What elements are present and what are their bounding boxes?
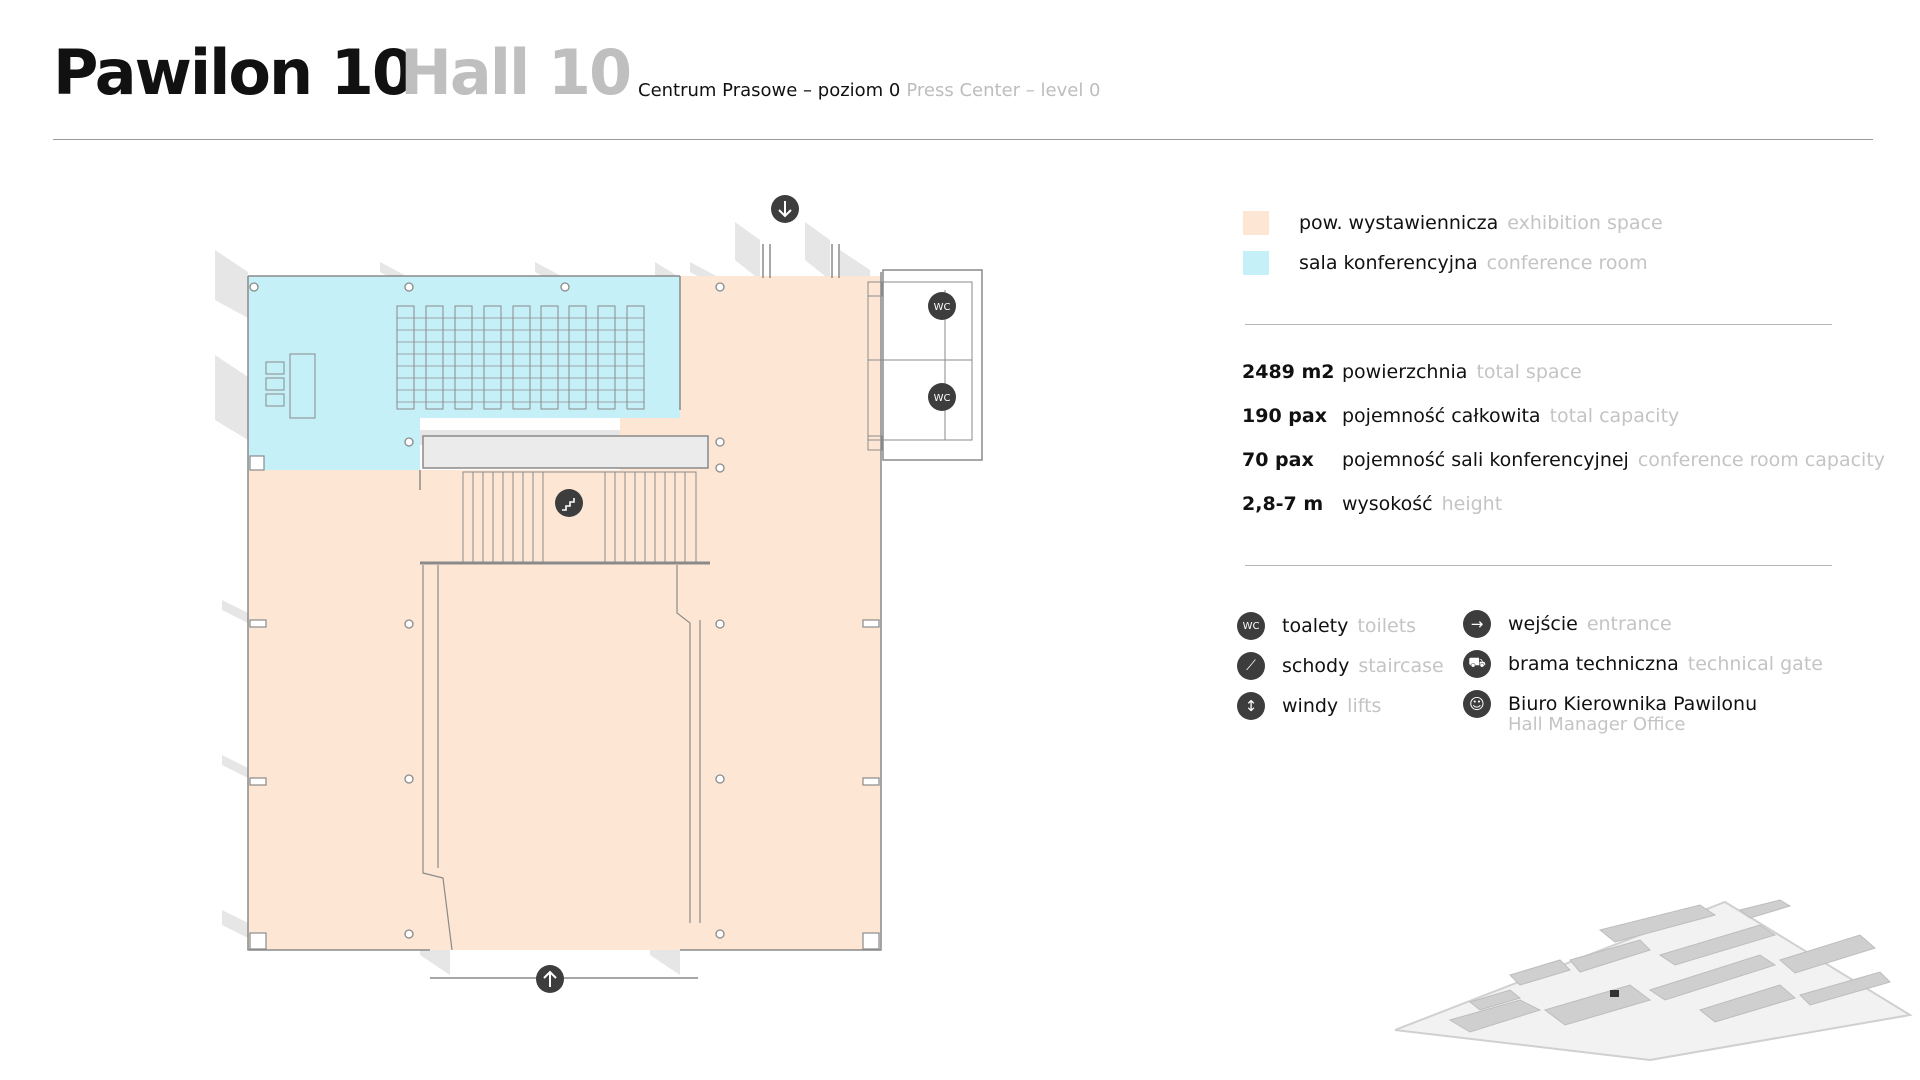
subtitle-en: Press Center – level 0 (906, 80, 1101, 101)
stat-label-pl: pojemność sali konferencyjnej (1342, 449, 1629, 471)
page-title-english: Hall 10 (400, 36, 632, 109)
legend-staircase: ⟋ schody staircase (1237, 652, 1444, 680)
wc-icon: WC (1237, 612, 1265, 640)
wall-pilasters (249, 455, 880, 950)
legend-lifts: ↕ windy lifts (1237, 692, 1381, 720)
seat-rows (397, 317, 644, 403)
map-markers: WC WC (536, 195, 956, 993)
legend-exhibition-space: pow. wystawiennicza exhibition space (1243, 211, 1663, 235)
legend-divider (1245, 324, 1832, 325)
site-overview-map (1394, 899, 1913, 1062)
stat-label-pl: pojemność całkowita (1342, 405, 1541, 427)
staircase-marker (555, 489, 583, 517)
icon-label-pl: windy (1282, 695, 1339, 717)
legend-conference-room: sala konferencyjna conference room (1243, 251, 1648, 275)
lift-icon: ↕ (1237, 692, 1265, 720)
conference-swatch (1243, 251, 1269, 275)
staircase-icon: ⟋ (1237, 652, 1265, 680)
arrow-down-icon (778, 201, 792, 218)
central-staircase (420, 435, 710, 565)
stat-value: 2489 m2 (1242, 361, 1335, 383)
legend-entrance: → wejście entrance (1463, 610, 1672, 638)
stat-value: 2,8-7 m (1242, 493, 1324, 515)
icon-label-en: lifts (1347, 695, 1382, 717)
legend-toilets: WC toalety toilets (1237, 612, 1416, 640)
arrow-up-icon (543, 970, 557, 987)
corridor-walls (422, 565, 701, 951)
conference-seating (265, 305, 645, 419)
header-divider (53, 139, 1873, 140)
icon-label-en: staircase (1358, 655, 1444, 677)
icon-label-pl: toalety (1282, 615, 1349, 637)
stats-divider (1245, 565, 1832, 566)
icon-label-pl: wejście (1508, 613, 1578, 635)
conference-room-area (248, 276, 680, 470)
stat-total-capacity: 190 pax pojemność całkowita total capaci… (1242, 405, 1679, 427)
subtitle-pl: Centrum Prasowe – poziom 0 (638, 80, 901, 101)
wc-icon: WC (934, 302, 951, 313)
stat-total-space: 2489 m2 powierzchnia total space (1242, 361, 1582, 383)
truck-icon: ⛟ (1463, 650, 1491, 678)
stat-conference-capacity: 70 pax pojemność sali konferencyjnej con… (1242, 449, 1885, 471)
wc-marker-lower (928, 383, 956, 411)
icon-label-en: technical gate (1687, 653, 1823, 675)
icon-label-pl: Biuro Kierownika Pawilonu (1508, 693, 1758, 715)
icon-label-pl: schody (1282, 655, 1350, 677)
person-icon: ☺ (1463, 690, 1491, 718)
icon-label-en: entrance (1586, 613, 1672, 635)
legend-label-pl: sala konferencyjna (1299, 252, 1478, 274)
stat-value: 70 pax (1242, 449, 1314, 471)
icon-label-pl: brama techniczna (1508, 653, 1679, 675)
legend-technical-gate: ⛟ brama techniczna technical gate (1463, 650, 1823, 678)
icon-label-en: toilets (1357, 615, 1417, 637)
icon-label-en: Hall Manager Office (1508, 714, 1686, 735)
entrance-icon: → (1463, 610, 1491, 638)
stat-label-en: total space (1476, 361, 1582, 383)
stat-label-en: height (1441, 493, 1503, 515)
columns (249, 282, 725, 939)
staircase-icon (562, 498, 575, 511)
stat-value: 190 pax (1242, 405, 1327, 427)
stat-label-en: total capacity (1549, 405, 1680, 427)
stat-height: 2,8-7 m wysokość height (1242, 493, 1502, 515)
wc-marker-upper (928, 292, 956, 320)
wc-icon: WC (934, 393, 951, 404)
stat-label-pl: powierzchnia (1342, 361, 1468, 383)
legend-label-en: conference room (1486, 252, 1648, 274)
legend-label-en: exhibition space (1507, 212, 1663, 234)
stat-label-pl: wysokość (1342, 493, 1433, 515)
outer-walls (247, 244, 882, 979)
exhibition-swatch (1243, 211, 1269, 235)
stat-label-en: conference room capacity (1637, 449, 1886, 471)
page-title: Pawilon 10 (53, 36, 415, 109)
legend-label-pl: pow. wystawiennicza (1299, 212, 1499, 234)
toilet-block (867, 269, 983, 461)
